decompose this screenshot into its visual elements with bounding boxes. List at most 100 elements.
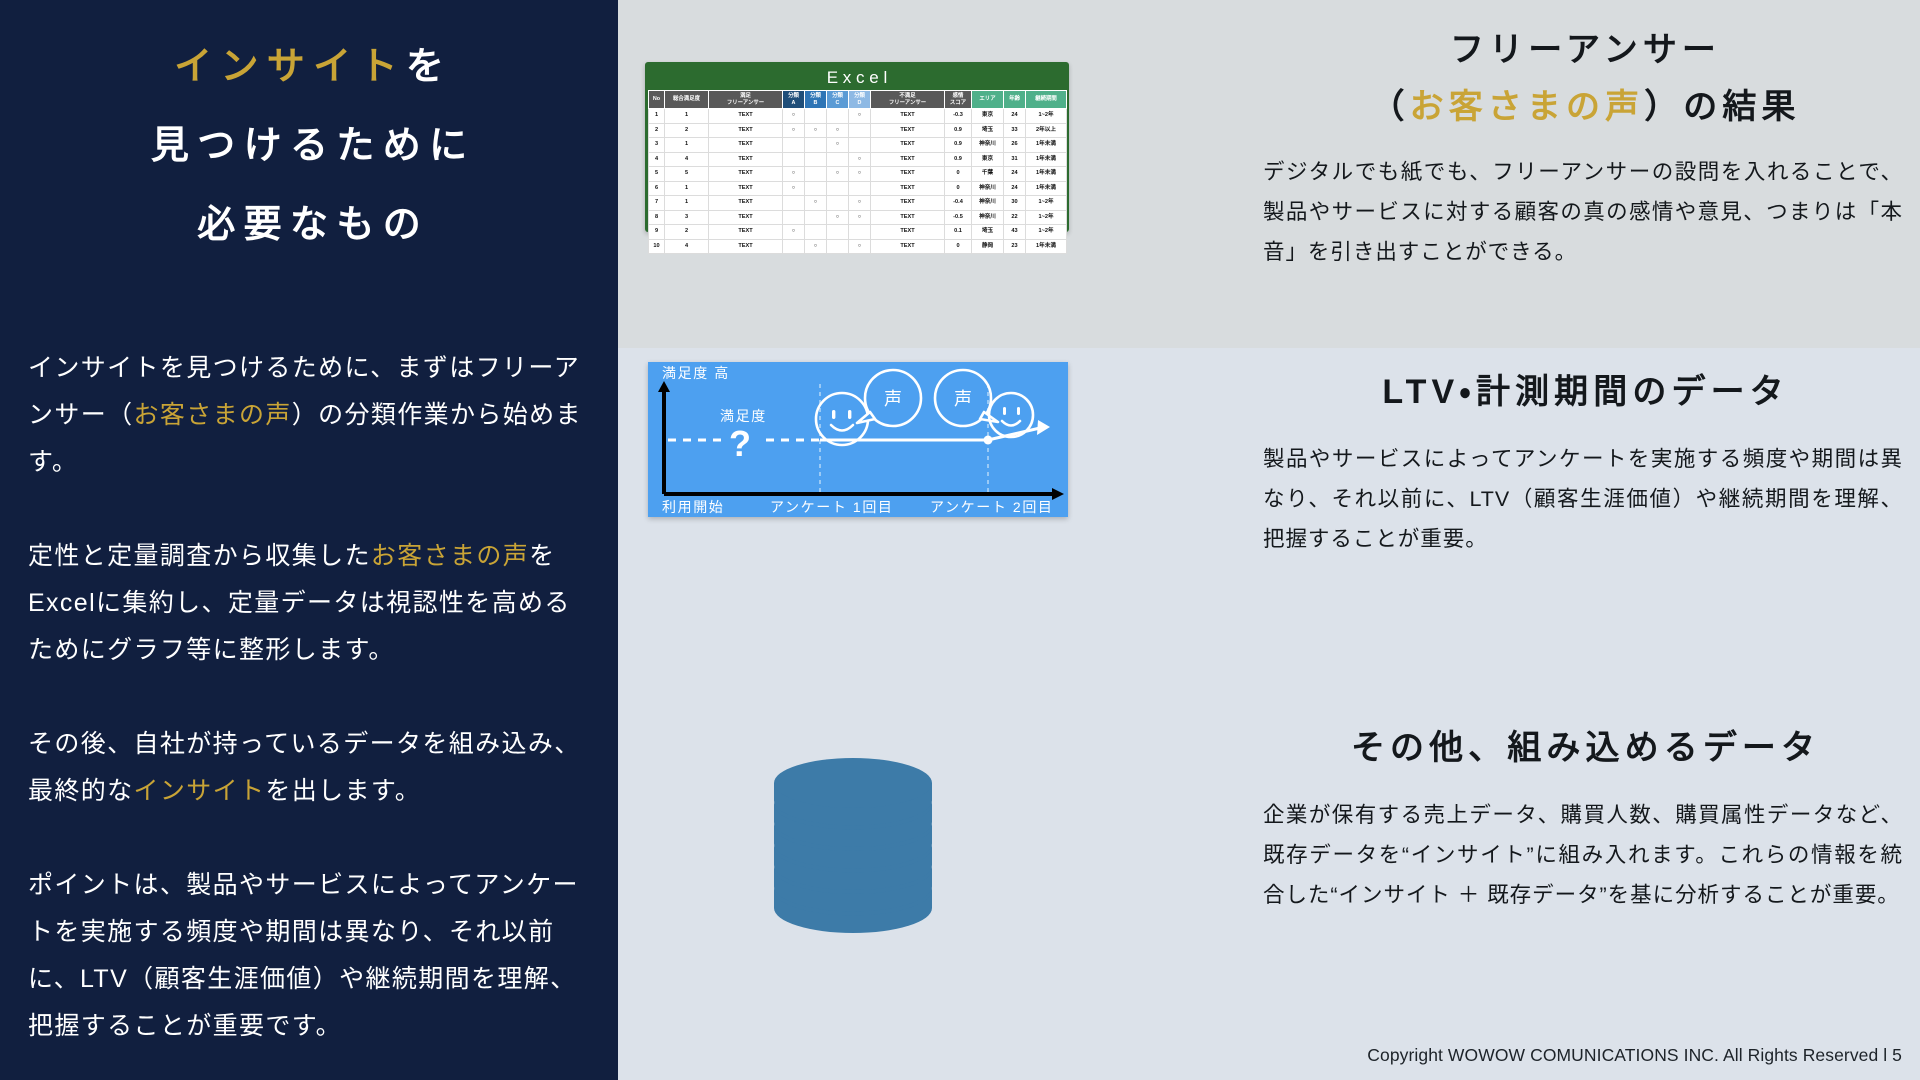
x-axis-arrow bbox=[1052, 488, 1064, 500]
ltv-x-label-2: アンケート 2回目 bbox=[930, 499, 1054, 515]
excel-cell: ○ bbox=[782, 224, 805, 240]
ltv-text-block: LTV・計測期間のデータ 製品やサービスによってアンケートを実施する頻度や期間は… bbox=[1263, 364, 1903, 559]
excel-cell: TEXT bbox=[708, 137, 783, 153]
excel-cell bbox=[804, 137, 827, 153]
excel-cell: 神奈川 bbox=[971, 195, 1004, 211]
excel-header-cell: 満足フリーアンサー bbox=[708, 90, 783, 109]
slide-title-line-2: 見つけるために bbox=[150, 125, 476, 167]
excel-cell: 10 bbox=[648, 238, 665, 254]
excel-cell: ○ bbox=[782, 108, 805, 124]
excel-cell: TEXT bbox=[708, 195, 783, 211]
smiley-face-2 bbox=[987, 391, 1035, 439]
section-heading-other-data: その他、組み込めるデータ bbox=[1350, 729, 1821, 767]
heading-line-1: フリーアンサー bbox=[1450, 31, 1722, 69]
excel-header-cell: エリア bbox=[971, 90, 1004, 109]
excel-cell: TEXT bbox=[708, 166, 783, 182]
excel-cell bbox=[804, 209, 827, 225]
ltv-y-axis-label: 満足度 高 bbox=[662, 365, 730, 381]
copyright-footer: Copyright WOWOW COMUNICATIONS INC. All R… bbox=[1367, 1045, 1902, 1065]
text-run: ポイントは、製品やサービスによってアンケートを実施する頻度や期間は異なり、それ以… bbox=[28, 871, 579, 1040]
excel-cell: ○ bbox=[826, 166, 849, 182]
excel-cell: TEXT bbox=[708, 108, 783, 124]
left-paragraph-2: 定性と定量調査から収集したお客さまの声をExcelに集約し、定量データは視認性を… bbox=[28, 533, 588, 674]
excel-cell: 43 bbox=[1003, 224, 1026, 240]
section-ltv: 声 声 bbox=[618, 362, 1920, 642]
excel-cell: -0.5 bbox=[944, 209, 972, 225]
excel-header-cell: 感情スコア bbox=[944, 90, 972, 109]
excel-cell: 3 bbox=[648, 137, 665, 153]
excel-cell: 2年以上 bbox=[1025, 122, 1067, 138]
excel-cell: ○ bbox=[782, 166, 805, 182]
excel-cell: TEXT bbox=[870, 122, 945, 138]
excel-cell bbox=[782, 238, 805, 254]
excel-cell: TEXT bbox=[708, 180, 783, 196]
excel-cell bbox=[826, 180, 849, 196]
voice-bubble-1: 声 bbox=[855, 368, 923, 428]
excel-cell: 2 bbox=[664, 224, 709, 240]
ltv-question-mark: ? bbox=[729, 423, 751, 464]
excel-cell: 1年未満 bbox=[1025, 137, 1067, 153]
slide-title-line-3: 必要なもの bbox=[197, 204, 430, 246]
excel-cell: 東京 bbox=[971, 108, 1004, 124]
excel-cell: 6 bbox=[648, 180, 665, 196]
voice-bubble-2-text: 声 bbox=[954, 389, 972, 409]
excel-cell: 26 bbox=[1003, 137, 1026, 153]
excel-cell: TEXT bbox=[870, 108, 945, 124]
excel-cell bbox=[782, 195, 805, 211]
excel-cell bbox=[848, 224, 871, 240]
text-run: その後、自社が持っているデータを組み込み、最終的な bbox=[28, 730, 581, 805]
left-panel: インサイトを見つけるために必要なもの インサイトを見つけるために、まずはフリーア… bbox=[0, 0, 618, 1080]
text-run: をExcelに集約し、定量データは視認性を高めるためにグラフ等に整形します。 bbox=[28, 542, 571, 664]
excel-cell: 神奈川 bbox=[971, 137, 1004, 153]
excel-cell: 1 bbox=[664, 137, 709, 153]
left-paragraph-1: インサイトを見つけるために、まずはフリーアンサー（お客さまの声）の分類作業から始… bbox=[28, 345, 588, 486]
excel-cell: 24 bbox=[1003, 180, 1026, 196]
excel-cell: 24 bbox=[1003, 166, 1026, 182]
text-highlight: インサイト bbox=[133, 777, 266, 805]
excel-title: Excel bbox=[826, 68, 893, 87]
excel-cell: 0 bbox=[944, 166, 972, 182]
excel-cell bbox=[804, 224, 827, 240]
excel-cell: TEXT bbox=[708, 209, 783, 225]
section-body-ltv: 製品やサービスによってアンケートを実施する頻度や期間は異なり、それ以前に、LTV… bbox=[1263, 447, 1903, 551]
excel-cell: 1 bbox=[664, 108, 709, 124]
excel-cell: 5 bbox=[664, 166, 709, 182]
excel-cell: TEXT bbox=[870, 238, 945, 254]
heading-highlight: お客さまの声 bbox=[1409, 88, 1645, 126]
slide-title: インサイトを見つけるために必要なもの bbox=[0, 28, 618, 265]
excel-cell bbox=[782, 209, 805, 225]
level-rise-arrow bbox=[1037, 420, 1050, 435]
excel-cell bbox=[826, 151, 849, 167]
excel-cell bbox=[848, 137, 871, 153]
excel-cell bbox=[782, 137, 805, 153]
excel-header-cell: 継続期間 bbox=[1025, 90, 1067, 109]
slide-title-line-1: インサイトを bbox=[174, 46, 453, 88]
excel-cell: 22 bbox=[1003, 209, 1026, 225]
excel-cell: 0 bbox=[944, 180, 972, 196]
excel-cell: 1 bbox=[648, 108, 665, 124]
excel-cell bbox=[826, 224, 849, 240]
excel-cell bbox=[826, 195, 849, 211]
excel-cell: 1年未満 bbox=[1025, 238, 1067, 254]
excel-cell: TEXT bbox=[870, 137, 945, 153]
section-body-other-data: 企業が保有する売上データ、購買人数、購買属性データなど、既存データを“インサイト… bbox=[1263, 803, 1903, 907]
excel-cell: ○ bbox=[848, 151, 871, 167]
excel-cell: ○ bbox=[848, 166, 871, 182]
excel-cell: TEXT bbox=[708, 151, 783, 167]
excel-cell bbox=[848, 122, 871, 138]
text-highlight: お客さまの声 bbox=[370, 542, 530, 570]
excel-cell: 5 bbox=[648, 166, 665, 182]
excel-cell: 33 bbox=[1003, 122, 1026, 138]
